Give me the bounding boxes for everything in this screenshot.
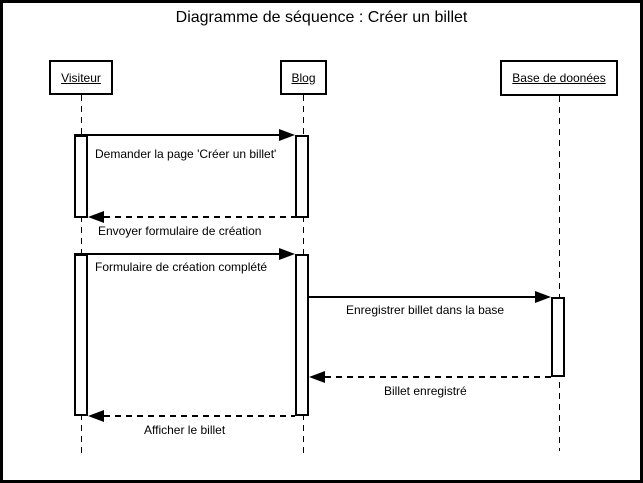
message-4-line — [309, 296, 537, 298]
activation-visiteur-1 — [74, 135, 88, 218]
lifeline-base-de-donnees — [559, 96, 560, 451]
message-3-label: Formulaire de création complété — [95, 260, 268, 274]
message-2-arrowhead-icon — [88, 211, 104, 223]
message-6-label: Afficher le billet — [144, 423, 226, 437]
message-6-arrowhead-icon — [88, 410, 104, 422]
message-3-arrowhead-icon — [279, 248, 295, 260]
message-1-arrowhead-icon — [279, 129, 295, 141]
actor-visiteur: Visiteur — [49, 60, 113, 95]
activation-visiteur-2 — [74, 254, 88, 416]
actor-base-de-donnees-label: Base de doonées — [512, 71, 606, 85]
actor-blog: Blog — [280, 60, 327, 95]
message-6-line — [104, 415, 295, 417]
actor-base-de-donnees: Base de doonées — [500, 60, 618, 96]
message-4-label: Enregistrer billet dans la base — [346, 303, 505, 317]
actor-visiteur-label: Visiteur — [61, 70, 101, 85]
activation-blog-1 — [295, 135, 309, 218]
activation-blog-2 — [295, 254, 309, 416]
message-2-line — [104, 216, 295, 218]
message-5-line — [325, 376, 551, 378]
diagram-title: Diagramme de séquence : Créer un billet — [175, 9, 468, 26]
message-4-arrowhead-icon — [535, 291, 551, 303]
message-3-line — [74, 253, 281, 255]
message-5-arrowhead-icon — [309, 371, 325, 383]
actor-blog-label: Blog — [291, 70, 316, 85]
message-5-label: Billet enregistré — [384, 384, 467, 398]
message-1-line — [74, 134, 281, 136]
message-1-label: Demander la page 'Créer un billet' — [95, 147, 277, 161]
message-2-label: Envoyer formulaire de création — [98, 224, 262, 238]
activation-base-de-donnees — [551, 297, 565, 377]
